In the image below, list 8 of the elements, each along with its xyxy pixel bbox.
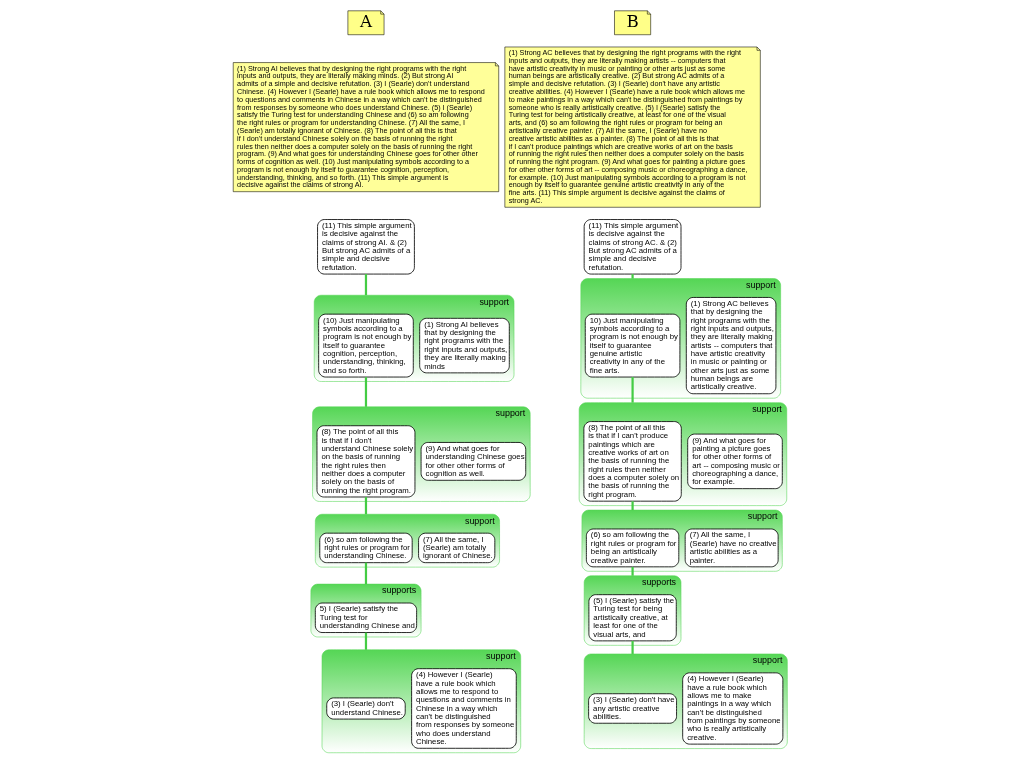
connector <box>630 377 634 403</box>
connector <box>364 274 367 296</box>
connector <box>364 377 367 407</box>
connector <box>630 641 634 654</box>
connector <box>630 274 634 279</box>
connector <box>364 562 367 585</box>
connector <box>630 567 634 576</box>
connector <box>630 501 634 511</box>
